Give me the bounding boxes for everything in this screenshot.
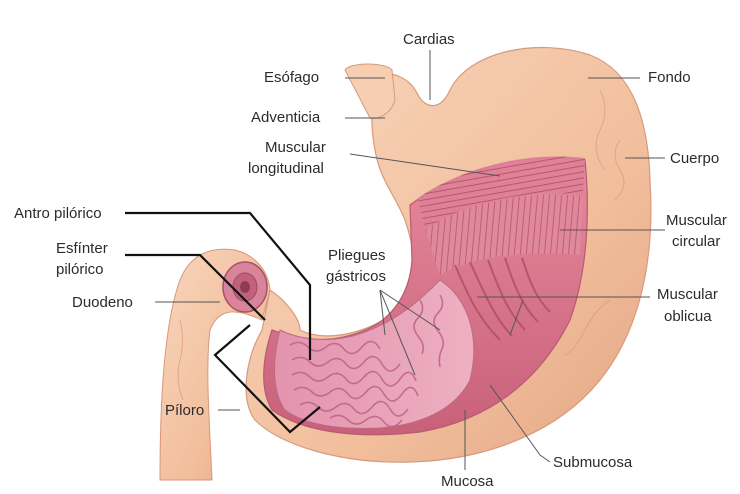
label-esfinter-pilorico-line2: pilórico xyxy=(56,261,104,278)
label-muscular-oblicua-line1: Muscular xyxy=(657,286,718,303)
label-mucosa: Mucosa xyxy=(441,473,494,489)
label-fondo: Fondo xyxy=(648,69,691,86)
label-muscular-oblicua-line2: oblicua xyxy=(664,308,712,325)
label-muscular-longitudinal-line2: longitudinal xyxy=(248,160,324,177)
label-esofago: Esófago xyxy=(264,69,319,86)
label-pliegues-gastricos-line2: gástricos xyxy=(326,268,386,285)
label-adventicia: Adventicia xyxy=(251,109,321,126)
leader-submucosa-end xyxy=(540,455,550,462)
label-muscular-circular-line2: circular xyxy=(672,233,720,250)
pyloric-opening xyxy=(223,262,267,312)
mucosa-folds xyxy=(275,280,474,428)
label-submucosa: Submucosa xyxy=(553,454,633,471)
label-piloro: Píloro xyxy=(165,402,204,419)
label-muscular-longitudinal-line1: Muscular xyxy=(265,139,326,156)
label-cardias: Cardias xyxy=(403,31,455,48)
label-pliegues-gastricos-line1: Pliegues xyxy=(328,247,386,264)
label-esfinter-pilorico-line1: Esfínter xyxy=(56,240,108,257)
label-antro-pilorico: Antro pilórico xyxy=(14,205,102,222)
label-cuerpo: Cuerpo xyxy=(670,150,719,167)
label-muscular-circular-line1: Muscular xyxy=(666,212,727,229)
label-duodeno: Duodeno xyxy=(72,294,133,311)
